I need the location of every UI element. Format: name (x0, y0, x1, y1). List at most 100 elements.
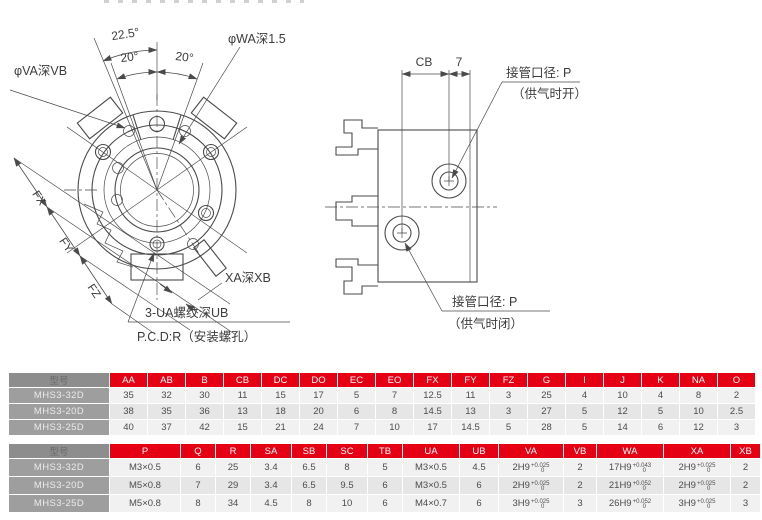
column-header: B (186, 373, 223, 387)
value-cell: 20 (300, 404, 337, 419)
column-header: VB (564, 444, 596, 458)
column-header: P (110, 444, 180, 458)
value-cell: M3×0.5 (403, 477, 459, 494)
value-cell: 5 (490, 420, 527, 435)
thread-note: 3-UA螺纹深UB P.C.D:R（安装螺孔） (127, 252, 290, 344)
column-header: AB (148, 373, 185, 387)
column-header: EO (376, 373, 413, 387)
ua-thread-label: 3-UA螺纹深UB (145, 306, 228, 320)
cb-dimension: CB 7 (401, 55, 471, 233)
angle-20-right-label: 20° (175, 49, 195, 65)
value-cell: 6 (368, 477, 402, 494)
value-cell: 18 (262, 404, 299, 419)
value-cell: 2 (731, 459, 760, 476)
value-cell: 3.4 (251, 477, 291, 494)
value-cell: 9.5 (327, 477, 367, 494)
value-cell: 6 (642, 420, 679, 435)
value-cell: 8 (181, 495, 215, 512)
column-header: FX (414, 373, 451, 387)
value-cell: 28 (528, 420, 565, 435)
technical-drawing: 22.5° 20° 20° φWA深1.5 φVA深VB FX FY FZ (9, 25, 587, 344)
value-cell: 10 (327, 495, 367, 512)
value-cell: 11 (224, 388, 261, 403)
value-cell: 2 (718, 388, 755, 403)
model-cell: MHS3-20D (9, 477, 109, 494)
value-cell: M5×0.8 (110, 477, 180, 494)
wa-depth-label: φWA深1.5 (228, 32, 286, 46)
value-cell: 3.4 (251, 459, 291, 476)
column-header: J (604, 373, 641, 387)
value-cell: 29 (216, 477, 250, 494)
value-cell: 3 (731, 495, 760, 512)
value-cell: 6.5 (292, 477, 326, 494)
value-cell: 8 (327, 459, 367, 476)
port-open-note: 接管口径: P （供气时开） (451, 65, 587, 179)
value-cell: M3×0.5 (110, 459, 180, 476)
value-cell: 6 (338, 404, 375, 419)
value-cell: 13 (452, 404, 489, 419)
value-cell: 13 (224, 404, 261, 419)
value-cell: 5 (368, 459, 402, 476)
column-header: UA (403, 444, 459, 458)
value-cell: 8 (292, 495, 326, 512)
value-cell: 2 (564, 477, 596, 494)
column-header: XA (664, 444, 730, 458)
clipped-text-fragment (104, 0, 304, 3)
value-cell: 7 (181, 477, 215, 494)
model-column-header: 型号 (9, 373, 109, 387)
value-cell: M4×0.7 (403, 495, 459, 512)
value-cell: 2.5 (718, 404, 755, 419)
value-cell: 30 (186, 388, 223, 403)
value-cell: 3 (490, 388, 527, 403)
column-header: K (642, 373, 679, 387)
value-cell: 15 (224, 420, 261, 435)
column-header: TB (368, 444, 402, 458)
column-header: I (566, 373, 603, 387)
model-cell: MHS3-32D (9, 459, 109, 476)
port-close-note: 接管口径: P （供气时闭） (404, 242, 550, 331)
value-cell: 4 (642, 388, 679, 403)
value-cell: 38 (110, 404, 147, 419)
value-cell: 32 (148, 388, 185, 403)
value-cell: 6 (460, 477, 498, 494)
column-header: DO (300, 373, 337, 387)
value-cell: 27 (528, 404, 565, 419)
angle-22-5-label: 22.5° (110, 25, 140, 43)
column-header: Q (181, 444, 215, 458)
value-cell: 40 (110, 420, 147, 435)
value-cell: 17 (414, 420, 451, 435)
value-cell: 6 (368, 495, 402, 512)
va-depth-label: φVA深VB (14, 64, 67, 78)
value-cell: 34 (216, 495, 250, 512)
seven-label: 7 (456, 55, 463, 69)
value-cell: 7 (338, 420, 375, 435)
value-cell: 14.5 (414, 404, 451, 419)
value-cell: 4.5 (460, 459, 498, 476)
column-header: CB (224, 373, 261, 387)
front-view-drawing: 22.5° 20° 20° φWA深1.5 φVA深VB FX FY FZ (9, 25, 290, 344)
value-cell: 2 (564, 459, 596, 476)
jaw-tabs (76, 96, 238, 281)
value-cell: 3 (564, 495, 596, 512)
value-cell: M5×0.8 (110, 495, 180, 512)
column-header: AA (110, 373, 147, 387)
column-header: NA (680, 373, 717, 387)
fy-label: FY (56, 236, 74, 255)
model-cell: MHS3-32D (9, 388, 109, 403)
value-cell: 37 (148, 420, 185, 435)
pcd-label: P.C.D:R（安装螺孔） (137, 329, 256, 344)
